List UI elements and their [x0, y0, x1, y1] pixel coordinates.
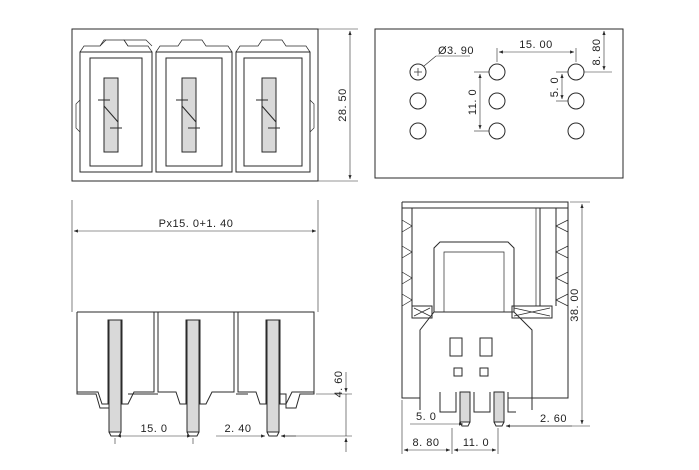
pitch-label: 15. 00 — [519, 39, 553, 51]
pin — [459, 391, 471, 423]
pin-spacing-left-label: 5. 0 — [416, 411, 436, 423]
bottom-right-view: 38. 00 5. 0 2. 60 8. 80 11. 0 — [401, 201, 590, 454]
hole — [409, 122, 427, 140]
top-left-view: 28. 50 — [71, 28, 358, 182]
side-pin-width-dimension: 2. 60 — [505, 413, 572, 428]
hole — [567, 92, 585, 110]
side-pin-width-label: 2. 60 — [540, 413, 567, 425]
row-pitch-right-label: 5. 0 — [549, 77, 561, 97]
pitch-dimension: 15. 00 — [496, 39, 577, 62]
pin — [108, 319, 122, 433]
row-pitch-left-label: 11. 0 — [467, 89, 479, 115]
total-height-label: 38. 00 — [569, 288, 581, 322]
pin-width-label: 2. 40 — [225, 423, 252, 435]
height-dimension: 28. 50 — [318, 28, 358, 182]
pin-pitch-label: 15. 0 — [141, 423, 168, 435]
pin-length-label: 4. 60 — [333, 371, 345, 398]
height-dim-label: 28. 50 — [337, 88, 349, 122]
side-housing-outline — [401, 201, 569, 399]
hole — [488, 122, 506, 140]
bottom-offsets-dimension: 8. 80 11. 0 — [401, 400, 499, 454]
hole — [488, 63, 506, 81]
hole — [409, 63, 427, 81]
right-rail — [511, 208, 569, 319]
row-pitch-right: 5. 0 — [549, 71, 568, 102]
pin-width-dimension: 2. 40 — [216, 423, 296, 438]
left-rail — [401, 208, 433, 319]
window — [479, 367, 489, 377]
hole — [567, 122, 585, 140]
hole — [409, 92, 427, 110]
top-offset-dimension: 8. 80 — [584, 30, 612, 73]
pin — [186, 319, 200, 433]
top-right-outline — [374, 28, 624, 179]
latch — [433, 241, 515, 312]
pin-spacing-left-dimension: 5. 0 — [410, 411, 464, 426]
top-right-view: Ø3. 90 15. 00 8. 80 11. 0 5. 0 — [374, 28, 624, 179]
total-height-dimension: 38. 00 — [506, 201, 590, 427]
width-dim-label: Px15. 0+1. 40 — [159, 218, 234, 230]
window — [479, 337, 493, 357]
top-left-outline — [71, 28, 319, 182]
cell-2 — [155, 39, 233, 173]
pin-length-dimension: 4. 60 — [282, 371, 352, 452]
diameter-label: Ø3. 90 — [438, 45, 474, 57]
hole — [488, 92, 506, 110]
diameter-callout: Ø3. 90 — [423, 45, 474, 67]
bottom-offset-label: 8. 80 — [413, 437, 440, 449]
window — [453, 367, 463, 377]
pin-pitch-dimension: 15. 0 — [114, 423, 194, 444]
hole — [567, 63, 585, 81]
pin — [266, 319, 280, 433]
pin — [493, 391, 505, 423]
window — [449, 337, 463, 357]
hole-grid — [409, 63, 585, 140]
top-offset-label: 8. 80 — [591, 39, 603, 66]
row-pitch-left: 11. 0 — [467, 71, 489, 132]
width-dimension: Px15. 0+1. 40 — [71, 200, 319, 312]
bottom-left-view: Px15. 0+1. 40 15. 0 — [71, 200, 352, 452]
housing-outline — [76, 311, 315, 409]
cell-1 — [75, 39, 153, 173]
side-pins — [419, 391, 533, 427]
pins — [108, 319, 280, 437]
cell-3 — [235, 39, 315, 173]
bottom-spacing-label: 11. 0 — [463, 437, 489, 449]
